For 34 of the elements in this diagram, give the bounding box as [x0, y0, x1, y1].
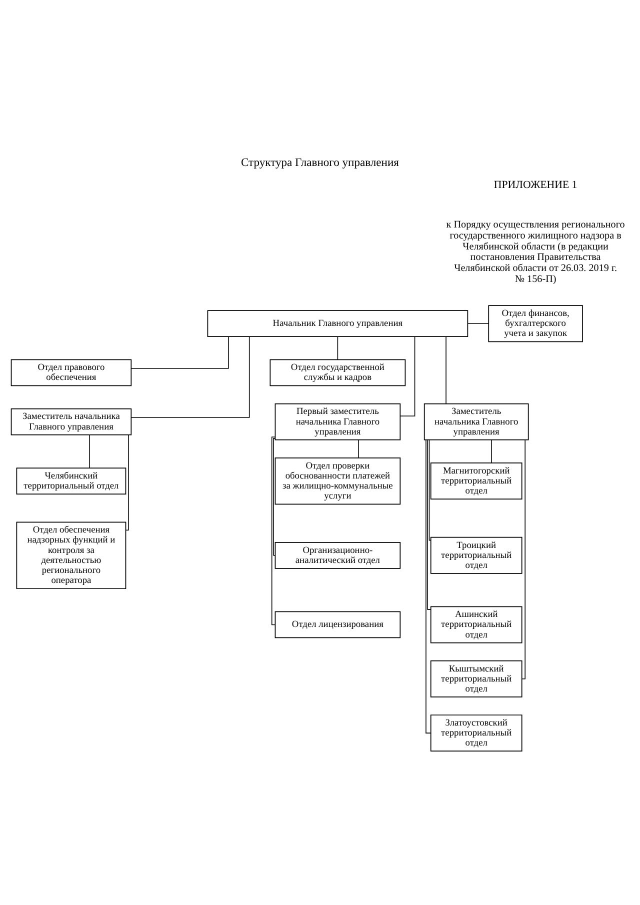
diagram-title: Структура Главного управления — [241, 157, 399, 170]
node-box: Ашинский территориальный отдел — [430, 606, 522, 644]
node-box: Начальник Главного управления — [207, 310, 468, 338]
label: к Порядку осуществления регионального государственного жилищного надзора в Челябинской области (в редакции постановления Правительства Челябинской области от 26.03. 2019 г. № 156-П) — [446, 220, 625, 285]
node-box: Заместитель начальника Главного управления — [424, 403, 529, 440]
connector — [273, 438, 276, 556]
connector — [126, 434, 129, 531]
connector — [358, 440, 359, 458]
node-box: Троицкий территориальный отдел — [430, 536, 522, 574]
node-box: Отдел финансов, бухгалтерского учета и закупок — [488, 305, 583, 342]
node-box: Первый заместитель начальника Главного управления — [274, 403, 401, 440]
node-box: Челябинский территориальный отдел — [16, 468, 126, 494]
node-box: Кыштымский территориальный отдел — [430, 660, 522, 698]
node-box: Отдел проверки обоснованности платежей за жилищно-коммунальные услуги — [274, 457, 401, 505]
node-box: Отдел обеспечения надзорных функций и контроля за деятельностью регионального оператора — [16, 522, 126, 590]
connector — [337, 336, 338, 360]
connector — [427, 440, 432, 610]
connector — [467, 323, 489, 324]
connector — [130, 336, 229, 369]
node-box: Организационно-аналитический отдел — [274, 542, 401, 569]
connector — [271, 436, 276, 626]
connector — [89, 434, 90, 468]
node-box: Отдел правового обеспечения — [10, 359, 132, 386]
node-box: Отдел государственной службы и кадров — [270, 359, 406, 386]
connector — [491, 440, 492, 464]
connector — [400, 336, 416, 416]
node-box: Магнитогорский территориальный отдел — [430, 462, 522, 500]
connector — [428, 440, 432, 541]
connector — [522, 439, 526, 680]
connector — [130, 336, 250, 418]
label: ПРИЛОЖЕНИЕ 1 — [494, 179, 578, 192]
node-box: Отдел лицензирования — [274, 611, 401, 638]
node-box: Златоустовский территориальный отдел — [430, 714, 522, 752]
node-box: Заместитель начальника Главного управления — [10, 408, 132, 436]
